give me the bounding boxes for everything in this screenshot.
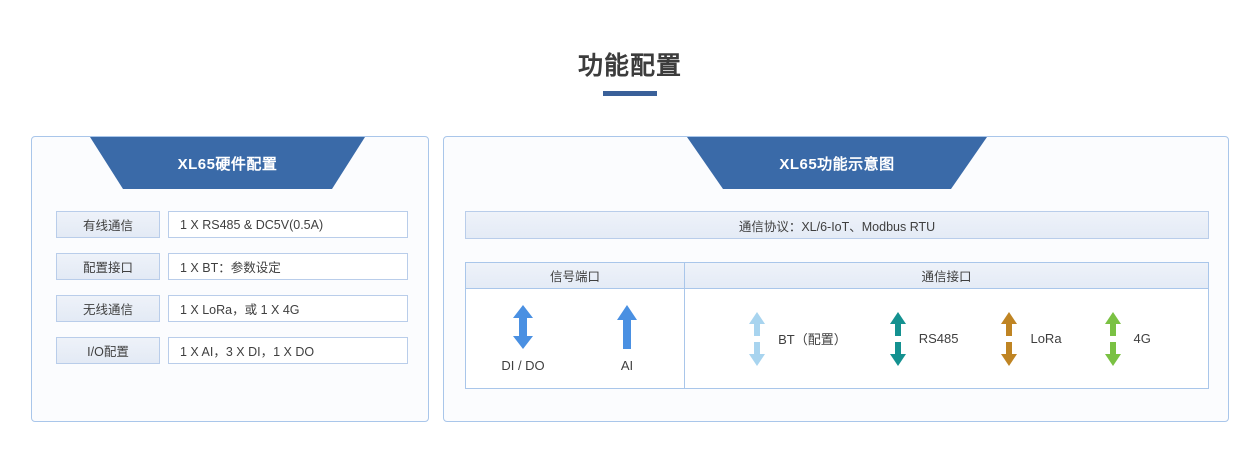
signal-port-label: AI: [620, 357, 634, 373]
spec-label-wireless-comm: 无线通信: [56, 295, 160, 322]
column-header-signal-ports: 信号端口: [466, 263, 685, 288]
comm-port-label: BT（配置）: [778, 332, 847, 347]
spec-value-config-port: 1 X BT：参数设定: [168, 253, 408, 280]
hardware-config-panel: XL65硬件配置 有线通信 1 X RS485 & DC5V(0.5A) 配置接…: [31, 136, 429, 422]
function-diagram-panel: XL65功能示意图 通信协议：XL/6-IoT、Modbus RTU 信号端口 …: [443, 136, 1229, 422]
spec-value-wireless-comm: 1 X LoRa，或 1 X 4G: [168, 295, 408, 322]
comm-port-lora: LoRa: [1000, 311, 1062, 366]
double-arrow-icon: [748, 311, 766, 366]
spec-label-config-port: 配置接口: [56, 253, 160, 280]
table-row: 有线通信 1 X RS485 & DC5V(0.5A): [56, 211, 408, 238]
table-row: 配置接口 1 X BT：参数设定: [56, 253, 408, 280]
comm-port-label: RS485: [918, 331, 959, 346]
io-table: 信号端口 通信接口 DI / DO: [465, 262, 1209, 389]
signal-port-label: DI / DO: [501, 357, 545, 373]
table-row: 无线通信 1 X LoRa，或 1 X 4G: [56, 295, 408, 322]
io-table-body-row: DI / DO AI: [466, 289, 1208, 388]
comm-port-bt: BT（配置）: [748, 311, 847, 366]
hardware-spec-list: 有线通信 1 X RS485 & DC5V(0.5A) 配置接口 1 X BT：…: [56, 211, 408, 379]
page-header: 功能配置: [0, 50, 1260, 96]
title-underline: [603, 91, 657, 96]
page-title: 功能配置: [577, 52, 682, 80]
comm-port-label: 4G: [1133, 331, 1151, 346]
hardware-config-banner: XL65硬件配置: [90, 137, 365, 189]
spec-label-io-config: I/O配置: [56, 337, 160, 364]
spec-label-wired-comm: 有线通信: [56, 211, 160, 238]
comm-ports-cell: BT（配置） RS485: [685, 289, 1208, 388]
table-row: I/O配置 1 X AI，3 X DI，1 X DO: [56, 337, 408, 364]
double-arrow-icon: [889, 311, 907, 366]
spec-value-io-config: 1 X AI，3 X DI，1 X DO: [168, 337, 408, 364]
hardware-config-banner-title: XL65硬件配置: [177, 155, 278, 173]
protocol-bar: 通信协议：XL/6-IoT、Modbus RTU: [465, 211, 1209, 239]
double-arrow-icon: [1000, 311, 1018, 366]
function-diagram-banner-title: XL65功能示意图: [779, 155, 895, 173]
spec-value-wired-comm: 1 X RS485 & DC5V(0.5A): [168, 211, 408, 238]
signal-port-di-do: DI / DO: [493, 304, 553, 373]
comm-port-label: LoRa: [1030, 331, 1062, 346]
comm-port-rs485: RS485: [889, 311, 959, 366]
signal-ports-group: DI / DO AI: [466, 289, 684, 388]
double-arrow-icon: [512, 304, 534, 349]
io-table-header-row: 信号端口 通信接口: [466, 263, 1208, 289]
up-arrow-icon: [616, 304, 638, 349]
column-header-comm-ports: 通信接口: [921, 270, 972, 284]
signal-ports-cell: DI / DO AI: [466, 289, 685, 388]
comm-ports-group: BT（配置） RS485: [685, 289, 1208, 388]
double-arrow-icon: [1104, 311, 1122, 366]
function-diagram-banner: XL65功能示意图: [687, 137, 987, 189]
comm-port-4g: 4G: [1104, 311, 1151, 366]
signal-port-ai: AI: [597, 304, 657, 373]
